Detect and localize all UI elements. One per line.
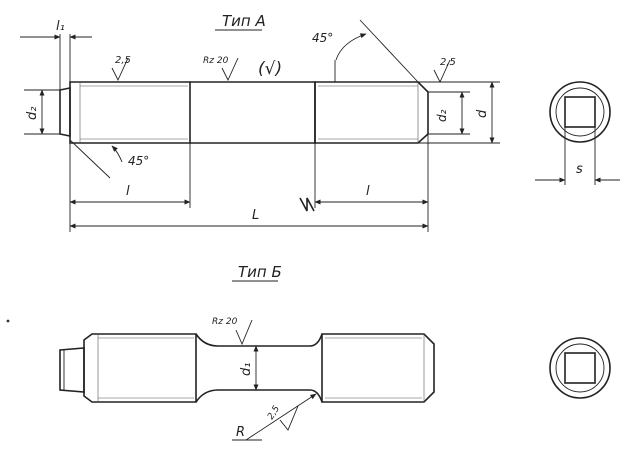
type-a-label-d2-left: d₂ — [25, 107, 40, 120]
type-a-angle-top-label: 45° — [312, 31, 333, 45]
type-a-roughness-right-label: 2,5 — [440, 57, 456, 68]
type-b-view: Тип Б Rz 20 d₁ R — [59, 263, 611, 441]
type-a-shank — [190, 81, 316, 144]
type-a-left-thread — [69, 81, 191, 144]
type-b-title: Тип Б — [238, 263, 282, 281]
type-a-label-l1: l₁ — [56, 19, 65, 34]
type-a-roughness-mid: Rz 20 — [203, 56, 239, 82]
type-a-roughness-left: 2,5 — [111, 55, 131, 82]
type-a-roughness-right: 2,5 — [433, 57, 456, 84]
type-b-fillet-radius: R 2,5 — [232, 393, 317, 441]
type-b-end-view — [549, 337, 611, 399]
type-b-label-R: R — [236, 425, 245, 440]
type-a-label-s: s — [576, 162, 583, 177]
type-a-break-mark — [299, 197, 315, 212]
type-a-end-view: s — [535, 81, 620, 185]
type-a-roughness-general: (√) — [258, 59, 282, 79]
type-b-label-d1: d₁ — [239, 363, 254, 376]
type-a-left-end — [59, 87, 71, 137]
type-b-neck-top — [195, 333, 323, 347]
stray-dot — [6, 319, 10, 323]
type-a-stud-body — [59, 81, 429, 144]
type-a-title: Тип А — [222, 12, 266, 30]
type-a-angle-bottom: 45° — [69, 139, 149, 179]
type-a-label-d2-right: d₂ — [435, 109, 449, 122]
type-b-neck-bottom — [195, 389, 323, 403]
type-b-stud-body — [59, 333, 435, 403]
type-b-roughness: Rz 20 — [212, 317, 253, 346]
type-a-roughness-general-label: (√) — [258, 59, 282, 79]
type-b-roughness-label: Rz 20 — [212, 317, 238, 327]
type-a-label-l-right: l — [366, 184, 370, 199]
type-a-angle-top: 45° — [312, 19, 419, 83]
type-b-left-thread — [83, 333, 197, 403]
type-a-right-thread — [314, 81, 429, 144]
type-a-roughness-left-label: 2,5 — [115, 55, 131, 66]
type-a-label-l-left: l — [126, 184, 130, 199]
type-a-label-L: L — [252, 208, 259, 223]
type-a-view: Тип А l₁ d₂ — [20, 12, 620, 232]
type-a-roughness-mid-label: Rz 20 — [203, 56, 229, 66]
type-b-fillet-roughness-label: 2,5 — [266, 404, 282, 422]
type-b-right-thread — [321, 333, 435, 403]
type-a-angle-bottom-label: 45° — [128, 154, 149, 168]
type-a-label-d: d — [475, 109, 490, 118]
